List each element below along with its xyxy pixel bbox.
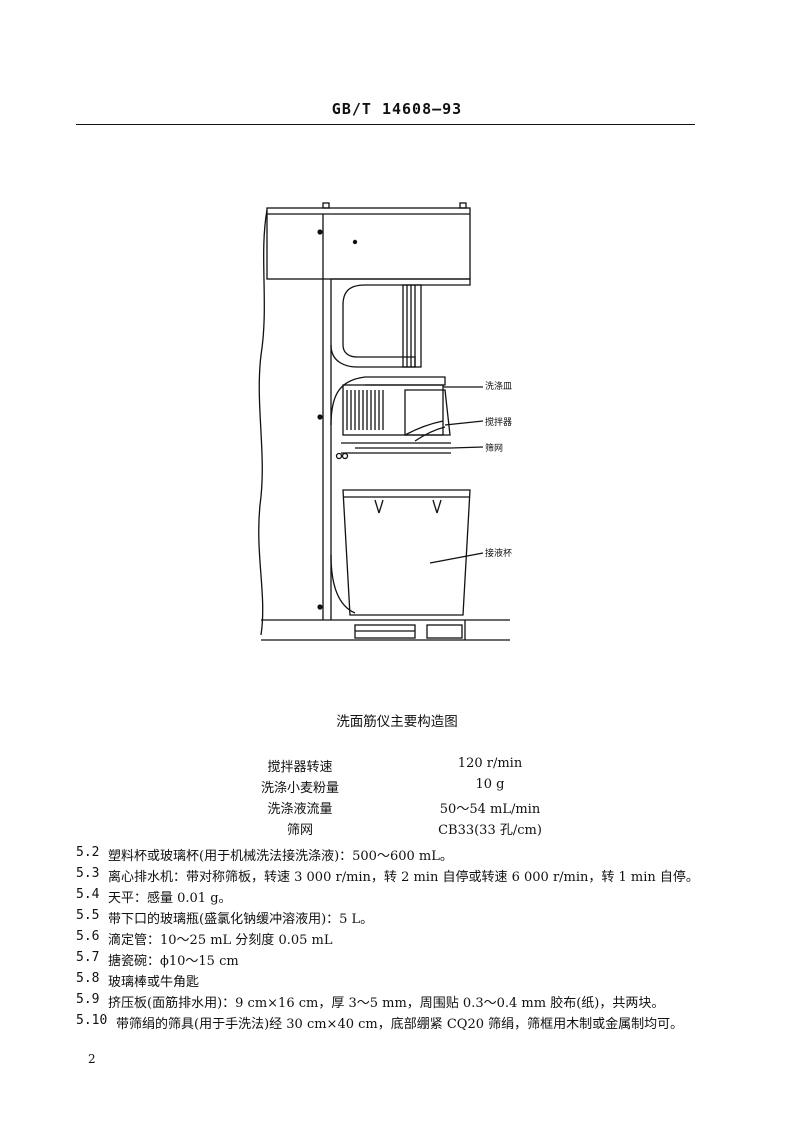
- list-item: 5.9 挤压板(面筋排水用)：9 cm×16 cm，厚 3～5 mm，周围贴 0…: [76, 992, 706, 1013]
- list-item: 5.6 滴定管：10～25 mL 分刻度 0.05 mL: [76, 929, 706, 950]
- receiving-cup: [342, 489, 471, 616]
- item-number: 5.9: [76, 992, 100, 1007]
- spec-name: 洗涤小麦粉量: [260, 781, 339, 796]
- label-receiving-cup: 接液杯: [485, 549, 513, 559]
- spec-value: 10 g: [475, 777, 505, 792]
- header-rule: [76, 124, 695, 125]
- leader-sieve: [450, 446, 484, 449]
- item-text: 挤压板(面筋排水用)：9 cm×16 cm，厚 3～5 mm，周围贴 0.3～0…: [108, 996, 665, 1011]
- item-text: 离心排水机：带对称筛板，转速 3 000 r/min，转 2 min 自停或转速…: [108, 870, 699, 885]
- spec-name: 洗涤液流量: [267, 802, 333, 817]
- item-text: 滴定管：10～25 mL 分刻度 0.05 mL: [108, 933, 333, 948]
- spec-row: 洗涤液流量 50～54 mL/min: [0, 798, 794, 819]
- standard-header: GB/T 14608—93: [331, 100, 463, 118]
- lower-bracket: [330, 376, 446, 426]
- break-line: [258, 209, 268, 636]
- item-text: 搪瓷碗：ϕ10～15 cm: [108, 954, 239, 969]
- spec-value: 120 r/min: [457, 756, 523, 771]
- item-text: 天平：感量 0.01 g。: [108, 891, 232, 906]
- item-number: 5.4: [76, 887, 100, 902]
- item-list: 5.2 塑料杯或玻璃杯(用于机械洗法接洗涤液)：500～600 mL。 5.3 …: [76, 845, 706, 1034]
- spec-row: 搅拌器转速 120 r/min: [0, 756, 794, 777]
- spec-name: 搅拌器转速: [267, 760, 333, 775]
- spec-row: 洗涤小麦粉量 10 g: [0, 777, 794, 798]
- top-housing: [266, 207, 471, 280]
- item-number: 5.2: [76, 845, 100, 860]
- list-item: 5.5 带下口的玻璃瓶(盛氯化钠缓冲溶液用)：5 L。: [76, 908, 706, 929]
- list-item: 5.10 带筛绢的筛具(用于手洗法)经 30 cm×40 cm，底部绷紧 CQ2…: [76, 1013, 706, 1034]
- label-wash-chamber: 洗涤皿: [485, 382, 513, 392]
- figure-caption: 洗面筋仪主要构造图: [336, 714, 458, 730]
- item-text: 塑料杯或玻璃杯(用于机械洗法接洗涤液)：500～600 mL。: [108, 849, 453, 864]
- apparatus-drawing: [258, 202, 510, 641]
- item-number: 5.10: [76, 1013, 108, 1028]
- item-number: 5.7: [76, 950, 100, 965]
- page-number: 2: [88, 1052, 96, 1066]
- drive-shaft: [402, 284, 422, 368]
- leader-stirrer: [444, 420, 484, 426]
- list-item: 5.4 天平：感量 0.01 g。: [76, 887, 706, 908]
- list-item: 5.3 离心排水机：带对称筛板，转速 3 000 r/min，转 2 min 自…: [76, 866, 706, 887]
- list-item: 5.7 搪瓷碗：ϕ10～15 cm: [76, 950, 706, 971]
- item-number: 5.6: [76, 929, 100, 944]
- wash-chamber: [342, 384, 444, 436]
- item-text: 带下口的玻璃瓶(盛氯化钠缓冲溶液用)：5 L。: [108, 912, 374, 927]
- item-text: 带筛绢的筛具(用于手洗法)经 30 cm×40 cm，底部绷紧 CQ20 筛绢，…: [116, 1017, 684, 1032]
- apparatus-figure: 洗涤皿 搅拌器 筛网 接液杯: [255, 195, 515, 650]
- item-text: 玻璃棒或牛角匙: [108, 975, 200, 990]
- list-item: 5.2 塑料杯或玻璃杯(用于机械洗法接洗涤液)：500～600 mL。: [76, 845, 706, 866]
- item-number: 5.8: [76, 971, 100, 986]
- item-number: 5.5: [76, 908, 100, 923]
- spec-list: 搅拌器转速 120 r/min 洗涤小麦粉量 10 g 洗涤液流量 50～54 …: [0, 756, 794, 840]
- spec-row: 筛网 CB33(33 孔/cm): [0, 819, 794, 840]
- spec-name: 筛网: [286, 823, 313, 838]
- list-item: 5.8 玻璃棒或牛角匙: [76, 971, 706, 992]
- spec-value: 50～54 mL/min: [439, 802, 541, 817]
- label-stirrer: 搅拌器: [485, 418, 513, 428]
- stirrer: [404, 420, 446, 442]
- upper-bracket: [330, 278, 471, 368]
- label-sieve: 筛网: [485, 444, 504, 454]
- spec-value: CB33(33 孔/cm): [438, 823, 542, 838]
- leader-cup: [429, 552, 484, 564]
- item-number: 5.3: [76, 866, 100, 881]
